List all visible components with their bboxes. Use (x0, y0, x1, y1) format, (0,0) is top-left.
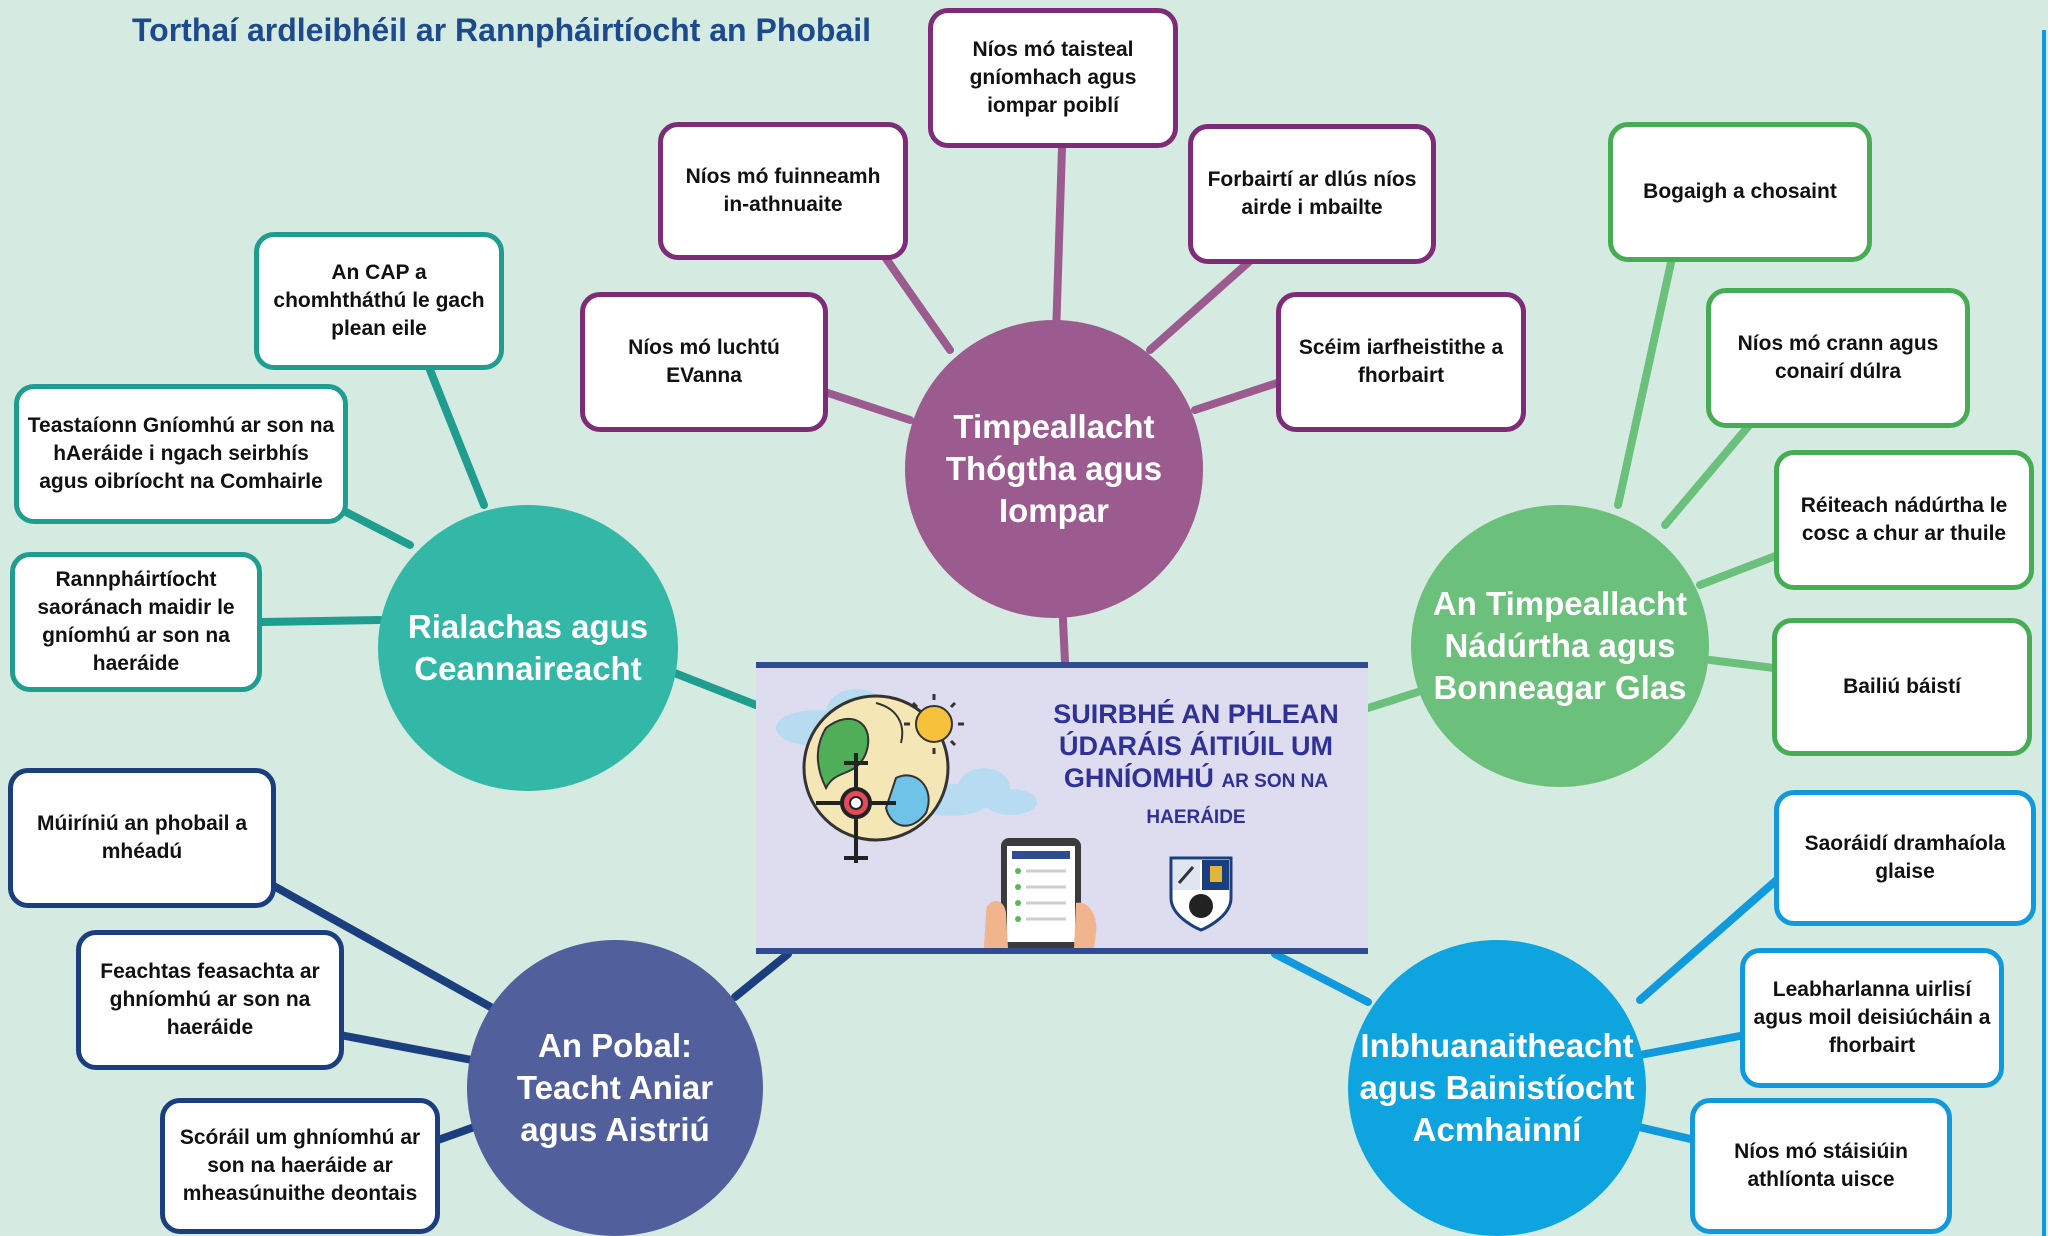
outcome-text: Níos mó fuinneamh in-athnuaite (685, 165, 881, 216)
connector-line (1661, 418, 1756, 529)
outcome-box: Níos mó stáisiúin athlíonta uisce (1690, 1098, 1952, 1234)
outcome-box: Rannpháirtíocht saoránach maidir le gnío… (10, 552, 262, 692)
outcome-text: Bogaigh a chosaint (1643, 180, 1837, 203)
theme-natural-environment: An Timpeallacht Nádúrtha agus Bonneagar … (1411, 505, 1709, 787)
snowflake-icon (816, 753, 896, 863)
outcome-text: Bailiú báistí (1843, 675, 1961, 698)
outcome-box: Níos mó fuinneamh in-athnuaite (658, 122, 908, 260)
outcome-box: Réiteach nádúrtha le cosc a chur ar thui… (1774, 450, 2034, 590)
natural-connectors (1364, 254, 1782, 712)
connector-line (258, 616, 384, 626)
council-crest-icon (1169, 856, 1233, 932)
theme-label: An Pobal: Teacht Aniar agus Aistriú (516, 1027, 714, 1148)
outcome-text: Réiteach nádúrtha le cosc a chur ar thui… (1800, 494, 2008, 545)
connector-line (1706, 656, 1778, 672)
outcome-box: Leabharlanna uirlisí agus moil deisiúchá… (1740, 948, 2004, 1088)
connector-line (1146, 248, 1264, 354)
connector-line (426, 366, 488, 509)
outcome-text: Rannpháirtíocht saoránach maidir le gnío… (37, 568, 235, 675)
connector-line (668, 668, 760, 709)
connector-line (1364, 688, 1422, 712)
outcome-text: Scéim iarfheistithe a fhorbairt (1298, 336, 1504, 387)
outcome-text: Feachtas feasachta ar ghníomhú ar son na… (100, 960, 320, 1039)
theme-built-environment: Timpeallacht Thógtha agus Iompar (905, 320, 1203, 618)
outcome-text: Saoráidí dramhaíola glaise (1804, 832, 2006, 883)
community-connectors (268, 881, 792, 1144)
outcome-box: Scóráil um ghníomhú ar son na haeráide a… (160, 1098, 440, 1234)
connector-line (1271, 950, 1372, 1006)
theme-sustainability: Inbhuanaitheacht agus Bainistíocht Acmha… (1348, 940, 1646, 1236)
connector-line (268, 881, 500, 1014)
theme-governance: Rialachas agus Ceannaireacht (378, 505, 678, 791)
connector-line (876, 246, 954, 354)
outcome-text: Múiríniú an phobail a mhéadú (37, 812, 247, 863)
outcome-box: Níos mó crann agus conairí dúlra (1706, 288, 1970, 428)
governance-connectors (258, 366, 760, 709)
outcome-box: Níos mó luchtú EVanna (580, 292, 828, 432)
outcome-box: Bogaigh a chosaint (1608, 122, 1872, 262)
outcome-box: An CAP a chomhtháthú le gach plean eile (254, 232, 504, 370)
survey-illustration (776, 689, 1233, 948)
tablet-checklist-icon (984, 838, 1097, 948)
connector-line (342, 508, 414, 549)
outcome-text: Níos mó crann agus conairí dúlra (1737, 332, 1939, 383)
outcome-text: Leabharlanna uirlisí agus moil deisiúchá… (1753, 978, 1991, 1057)
connector-line (1614, 254, 1676, 509)
connector-line (1636, 1031, 1749, 1059)
outcome-text: An CAP a chomhtháthú le gach plean eile (273, 261, 485, 340)
sun-icon (904, 694, 964, 754)
connector-line (1636, 866, 1792, 1004)
theme-label: Rialachas agus Ceannaireacht (407, 608, 649, 687)
survey-title: SUIRBHÉ AN PHLEAN ÚDARÁIS ÁITIÚIL UM GHN… (1044, 698, 1348, 834)
globe-icon (802, 694, 950, 842)
connector-line (336, 1031, 476, 1064)
outcome-text: Forbairtí ar dlús níos airde i mbailte (1207, 168, 1417, 219)
connector-line (731, 950, 792, 1001)
connector-line (821, 388, 914, 424)
survey-title-small: AR SON NA HAERÁIDE (1146, 771, 1329, 828)
theme-community: An Pobal: Teacht Aniar agus Aistriú (467, 940, 763, 1236)
outcome-text: Níos mó stáisiúin athlíonta uisce (1734, 1140, 1908, 1191)
theme-label: Timpeallacht Thógtha agus Iompar (945, 408, 1163, 529)
survey-title-main: SUIRBHÉ AN PHLEAN ÚDARÁIS ÁITIÚIL UM GHN… (1053, 699, 1339, 793)
connector-line (1626, 1121, 1699, 1144)
outcome-box: Saoráidí dramhaíola glaise (1774, 790, 2036, 926)
outcome-text: Teastaíonn Gníomhú ar son na hAeráide i … (27, 414, 335, 493)
survey-panel: SUIRBHÉ AN PHLEAN ÚDARÁIS ÁITIÚIL UM GHN… (756, 662, 1368, 954)
outcome-box: Múiríniú an phobail a mhéadú (8, 768, 276, 908)
theme-label: An Timpeallacht Nádúrtha agus Bonneagar … (1432, 585, 1688, 706)
sustain-connectors (1271, 866, 1792, 1144)
outcome-box: Teastaíonn Gníomhú ar son na hAeráide i … (14, 384, 348, 524)
connector-line (1191, 378, 1284, 414)
outcome-box: Forbairtí ar dlús níos airde i mbailte (1188, 124, 1436, 264)
outcome-text: Níos mó taisteal gníomhach agus iompar p… (969, 38, 1137, 117)
outcome-box: Feachtas feasachta ar ghníomhú ar son na… (76, 930, 344, 1070)
page-title: Torthaí ardleibhéil ar Rannpháirtíocht a… (132, 12, 872, 48)
outcome-box: Níos mó taisteal gníomhach agus iompar p… (928, 8, 1178, 148)
outcome-box: Scéim iarfheistithe a fhorbairt (1276, 292, 1526, 432)
theme-label: Inbhuanaitheacht agus Bainistíocht Acmha… (1359, 1027, 1635, 1148)
connector-line (1696, 551, 1782, 589)
outcome-text: Scóráil um ghníomhú ar son na haeráide a… (179, 1126, 421, 1205)
outcome-box: Bailiú báistí (1772, 618, 2032, 756)
edge-accent-bar (2042, 30, 2046, 1236)
outcome-text: Níos mó luchtú EVanna (628, 336, 780, 387)
